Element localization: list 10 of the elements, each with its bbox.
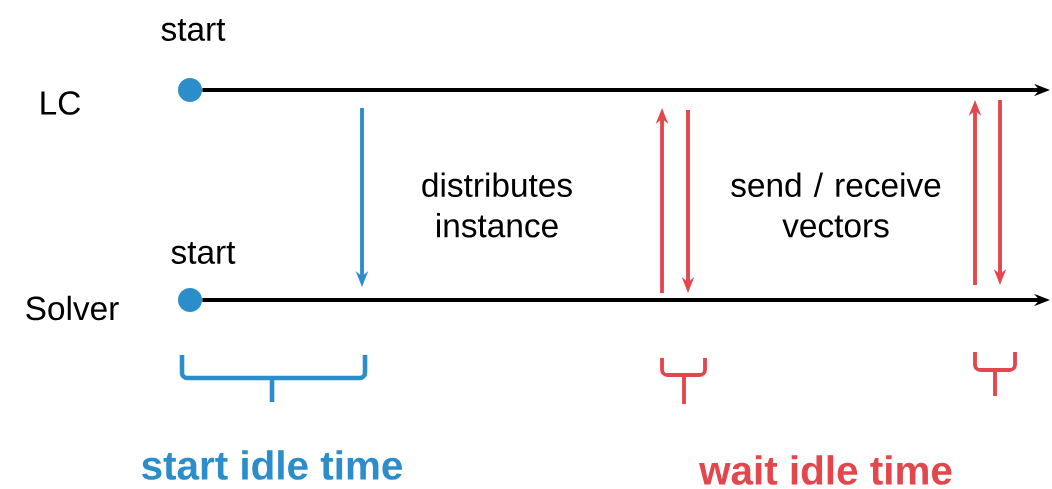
note: distributes instance: [422, 172, 572, 238]
start-label: start: [161, 19, 226, 41]
start-dot: [178, 288, 202, 312]
axis-label: Solver: [26, 295, 119, 321]
axis-label: LC: [41, 91, 81, 115]
idle-time-label: start idle time: [142, 450, 402, 480]
note: send / receive vectors: [731, 172, 941, 238]
start-label: start: [171, 242, 236, 264]
idle-time-label: wait idle time: [699, 455, 952, 485]
start-dot: [178, 78, 202, 102]
